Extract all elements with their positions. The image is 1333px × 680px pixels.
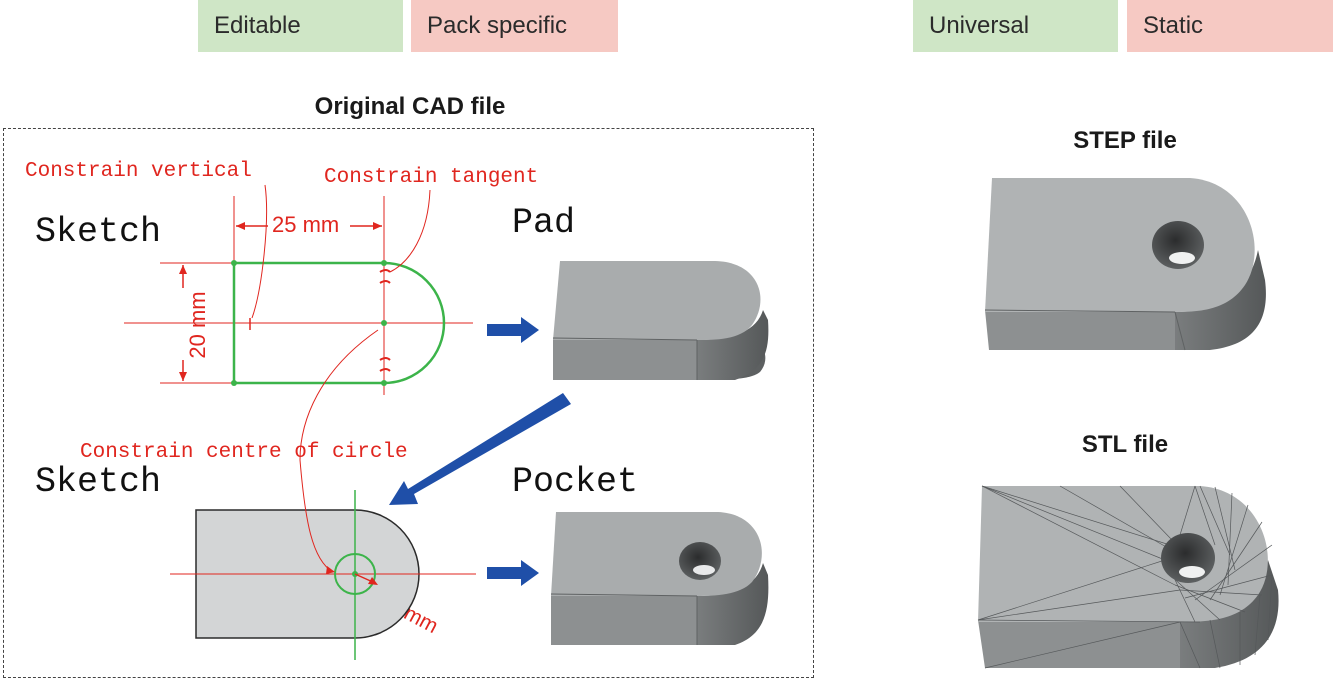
original-cad-box bbox=[3, 128, 814, 678]
stl-part bbox=[977, 485, 1279, 669]
pocket-label: Pocket bbox=[512, 462, 639, 502]
editable-tag: Editable bbox=[198, 0, 403, 52]
constrain-centre-note: Constrain centre of circle bbox=[80, 441, 408, 464]
constrain-vertical-note: Constrain vertical bbox=[25, 160, 252, 183]
step-part bbox=[984, 178, 1266, 351]
sketch-1 bbox=[124, 184, 473, 461]
universal-tag: Universal bbox=[913, 0, 1118, 52]
blue-arrows bbox=[389, 317, 571, 586]
width-dimension: 25 mm bbox=[272, 212, 340, 237]
pack-specific-tag: Pack specific bbox=[411, 0, 618, 52]
step-file-title: STEP file bbox=[1073, 127, 1177, 154]
pocket-part bbox=[550, 512, 769, 645]
sketch-2 bbox=[170, 459, 476, 660]
stl-file-title: STL file bbox=[1081, 431, 1169, 458]
sketch-label-1: Sketch bbox=[35, 212, 162, 252]
sketch-label-2: Sketch bbox=[35, 462, 162, 502]
original-cad-title: Original CAD file bbox=[314, 93, 506, 120]
static-tag: Static bbox=[1127, 0, 1333, 52]
pad-label: Pad bbox=[512, 203, 576, 243]
pad-part bbox=[552, 261, 769, 380]
constrain-tangent-note: Constrain tangent bbox=[324, 166, 539, 189]
